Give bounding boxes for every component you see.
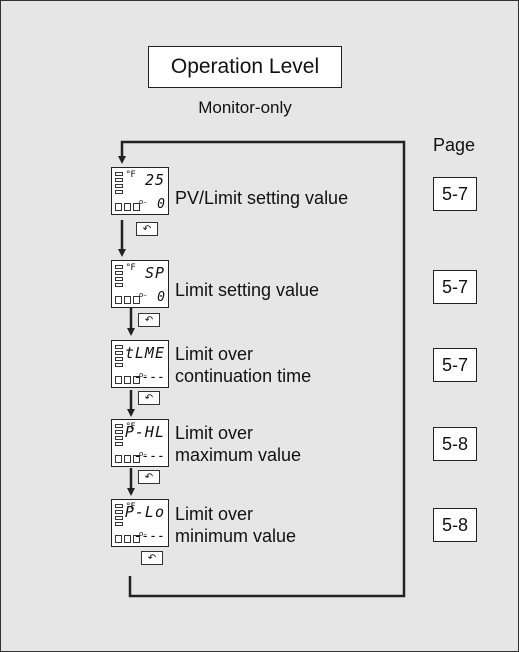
- page-column-header: Page: [433, 135, 476, 155]
- unit-label: °F: [126, 263, 136, 273]
- status-leds: [115, 424, 123, 446]
- monitor-only-subtitle: Monitor-only: [198, 98, 292, 117]
- step-label-1: PV/Limit setting value: [175, 187, 348, 209]
- display-upper-value: P-Lo: [124, 503, 165, 521]
- operation-level-title: Operation Level: [148, 46, 342, 88]
- key-icon: o–: [139, 291, 147, 299]
- display-lower-value: 0: [157, 197, 165, 212]
- status-leds: [115, 504, 123, 526]
- label-line: continuation time: [175, 366, 312, 386]
- page-ref-4: 5-8: [433, 427, 477, 461]
- page-ref-2: 5-7: [433, 270, 477, 304]
- controller-display-2: °F SP o– 0: [111, 260, 169, 308]
- unit-label: °F: [126, 170, 136, 180]
- controller-display-3: tLME o– ----: [111, 340, 169, 388]
- step-label-5: Limit over minimum value: [175, 503, 296, 547]
- mode-key-icon: ↶: [138, 470, 160, 484]
- unit-label: °F: [126, 502, 136, 512]
- sub-leds: [115, 535, 140, 543]
- controller-display-1: °F 25 o– 0: [111, 167, 169, 215]
- label-line: Limit over: [175, 423, 254, 443]
- status-leds: [115, 265, 123, 287]
- loop-back-line: [118, 140, 406, 598]
- step-label-4: Limit over maximum value: [175, 422, 301, 466]
- step-label-3: Limit over continuation time: [175, 343, 311, 387]
- mode-key-icon: ↶: [141, 551, 163, 565]
- label-line: PV/Limit setting value: [175, 188, 349, 208]
- mode-key-icon: ↶: [138, 391, 160, 405]
- unit-label: °F: [126, 422, 136, 432]
- sub-leds: [115, 376, 140, 384]
- label-line: Limit over: [175, 504, 254, 524]
- key-icon: o–: [139, 198, 147, 206]
- page-ref-1: 5-7: [433, 177, 477, 211]
- status-leds: [115, 172, 123, 194]
- display-lower-value: ----: [133, 529, 165, 544]
- label-line: Limit over: [175, 344, 254, 364]
- mode-key-icon: ↶: [136, 222, 158, 236]
- label-line: Limit setting value: [175, 280, 320, 300]
- page-ref-5: 5-8: [433, 508, 477, 542]
- controller-display-5: °F P-Lo o– ----: [111, 499, 169, 547]
- label-line: maximum value: [175, 445, 302, 465]
- step-label-2: Limit setting value: [175, 279, 319, 301]
- display-upper-value: SP: [144, 264, 165, 282]
- key-icon: o–: [139, 371, 147, 379]
- display-lower-value: ----: [133, 449, 165, 464]
- key-icon: o–: [139, 450, 147, 458]
- controller-display-4: °F P-HL o– ----: [111, 419, 169, 467]
- display-upper-value: 25: [144, 171, 165, 189]
- title-text: Operation Level: [170, 55, 320, 78]
- key-icon: o–: [139, 530, 147, 538]
- sub-leds: [115, 455, 140, 463]
- label-line: minimum value: [175, 526, 297, 546]
- mode-key-icon: ↶: [138, 313, 160, 327]
- display-upper-value: P-HL: [124, 423, 165, 441]
- sub-leds: [115, 296, 140, 304]
- page-ref-3: 5-7: [433, 348, 477, 382]
- sub-leds: [115, 203, 140, 211]
- display-lower-value: 0: [157, 290, 165, 305]
- status-leds: [115, 345, 123, 367]
- display-lower-value: ----: [133, 370, 165, 385]
- display-upper-value: tLME: [124, 344, 165, 362]
